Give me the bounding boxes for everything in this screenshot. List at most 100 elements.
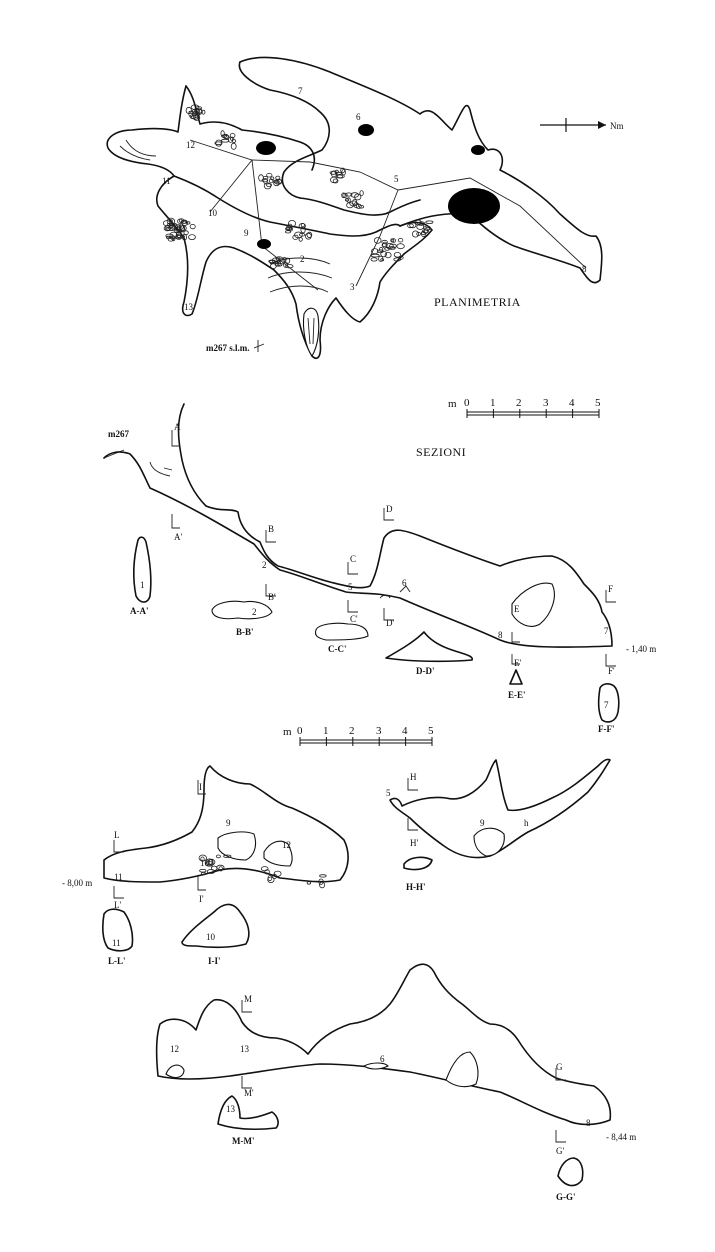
- boulder-mark: [370, 257, 378, 262]
- section-hh-label: H-H': [406, 882, 426, 892]
- boulder-mark: [267, 876, 275, 883]
- svg-text:12: 12: [186, 140, 195, 150]
- boulder-mark: [409, 222, 417, 229]
- boulder-mark: [298, 222, 306, 229]
- entrance-pit-inner: [307, 317, 315, 345]
- boulder-mark: [230, 142, 237, 150]
- svg-text:9: 9: [226, 818, 231, 828]
- cross-sections-row-1: 1 A-A' 2 B-B' C-C' D-D' E-E' 7 F-F': [130, 536, 620, 734]
- svg-text:m: m: [448, 398, 457, 410]
- section-profile-3: H H' 5 9 h: [386, 758, 611, 859]
- boulder-mark: [344, 198, 350, 202]
- boulder-mark: [189, 114, 197, 119]
- svg-text:D': D': [386, 618, 394, 628]
- svg-text:B': B': [268, 592, 276, 602]
- cross-sections-row-3: 13 M-M' G-G': [217, 1095, 584, 1202]
- boulder-mark: [345, 192, 353, 197]
- svg-text:3: 3: [376, 725, 382, 737]
- svg-text:2: 2: [516, 397, 522, 409]
- boulder-mark: [411, 230, 419, 238]
- svg-text:3: 3: [543, 397, 549, 409]
- svg-text:F': F': [608, 666, 615, 676]
- profile-4-boulder-mid: [362, 1062, 389, 1070]
- boulder-mark: [185, 221, 191, 225]
- svg-text:10: 10: [206, 932, 216, 942]
- svg-text:5: 5: [394, 174, 399, 184]
- svg-text:10: 10: [200, 858, 210, 868]
- svg-text:7: 7: [604, 700, 609, 710]
- profile-2-boulder-12: [263, 840, 293, 867]
- svg-text:G: G: [556, 1062, 563, 1072]
- boulder-mark: [423, 225, 432, 231]
- boulder-mark: [210, 865, 218, 871]
- boulder-mark: [380, 250, 388, 258]
- boulder-mark: [189, 224, 196, 230]
- svg-text:M': M': [244, 1088, 254, 1098]
- svg-text:H: H: [410, 772, 417, 782]
- svg-text:0: 0: [464, 397, 470, 409]
- boulder-mark: [271, 257, 281, 264]
- svg-text:2: 2: [300, 254, 305, 264]
- profile-1-boulder-e: [511, 582, 555, 627]
- boulder-mark: [292, 234, 299, 240]
- svg-text:D: D: [386, 504, 393, 514]
- section-hh-shape: [403, 856, 433, 871]
- section-dd-shape: [385, 631, 474, 663]
- section-aa-shape: [133, 536, 152, 603]
- svg-text:4: 4: [569, 397, 575, 409]
- boulder-mark: [230, 136, 235, 141]
- section-cc-shape: [314, 622, 369, 641]
- boulder-mark: [166, 235, 171, 240]
- svg-text:9: 9: [244, 228, 249, 238]
- boulder-mark: [387, 246, 396, 250]
- section-profile-4: M M' G G' - 8,44 m 12 13 6 8: [155, 963, 636, 1156]
- section-gg-shape: [557, 1157, 584, 1187]
- svg-text:6: 6: [380, 1054, 385, 1064]
- boulder-mark: [168, 219, 173, 223]
- section-aa-label: A-A': [130, 606, 149, 616]
- boulder-mark: [188, 234, 196, 241]
- plan-title: PLANIMETRIA: [434, 295, 521, 309]
- boulder-mark: [215, 854, 221, 859]
- svg-text:A: A: [174, 422, 181, 432]
- boulder-mark: [371, 248, 379, 255]
- boulder-mark: [318, 878, 324, 885]
- svg-text:- 8,00 m: - 8,00 m: [62, 878, 92, 888]
- boulder-mark: [397, 237, 404, 243]
- boulder-mark: [354, 193, 362, 201]
- boulder-mark: [424, 227, 430, 231]
- boulder-mark: [194, 106, 203, 110]
- svg-text:8: 8: [586, 1118, 591, 1128]
- boulder-mark: [384, 246, 390, 251]
- boulder-mark: [341, 192, 346, 199]
- boulder-mark: [199, 869, 207, 873]
- svg-text:h: h: [524, 818, 529, 828]
- boulder-mark: [223, 854, 232, 858]
- boulder-mark: [284, 257, 291, 264]
- section-profile-1: m267 A A' B B' C C' D D' E E' F F' -: [103, 403, 656, 676]
- boulder-mark: [358, 205, 365, 209]
- boulder-mark: [177, 218, 183, 224]
- svg-text:m267: m267: [108, 429, 129, 439]
- boulder-mark: [330, 170, 337, 178]
- svg-text:L: L: [114, 830, 120, 840]
- boulder-mark: [193, 114, 201, 121]
- svg-text:m: m: [283, 726, 292, 738]
- plan-outline-west-lobe: [106, 85, 275, 317]
- svg-text:6: 6: [402, 578, 407, 588]
- boulder-mark: [266, 172, 273, 178]
- scale-bar-top: m 0 1 2 3 4 5: [448, 397, 601, 418]
- boulder-mark: [396, 243, 405, 250]
- svg-text:5: 5: [348, 582, 353, 592]
- section-ll-label: L-L': [108, 956, 126, 966]
- boulder-mark: [171, 236, 176, 242]
- svg-text:8: 8: [498, 630, 503, 640]
- boulder-mark: [370, 253, 380, 258]
- svg-text:M: M: [244, 994, 252, 1004]
- boulder-mark: [220, 138, 230, 143]
- svg-text:4: 4: [402, 725, 408, 737]
- boulder-mark: [346, 202, 354, 209]
- boulder-mark: [393, 257, 402, 262]
- section-ii-label: I-I': [208, 956, 221, 966]
- svg-text:5: 5: [595, 397, 601, 409]
